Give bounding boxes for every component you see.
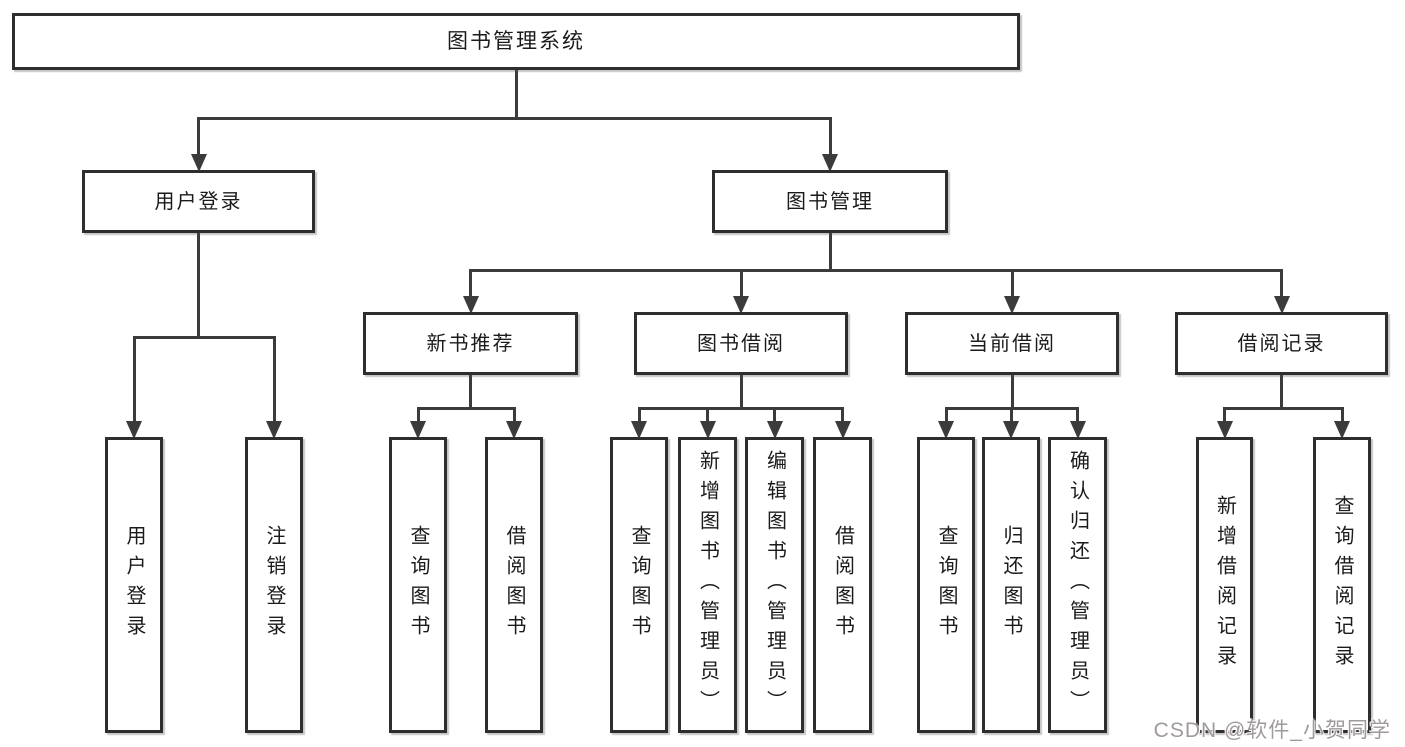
node-leaf-borrow-book-1: 借阅图书 [485, 437, 543, 733]
arrow-down-icon [1003, 421, 1019, 439]
arrow-down-icon [410, 421, 426, 439]
connector-line-v [272, 337, 276, 421]
csdn-watermark: CSDN @软件_小贺同学 [1153, 719, 1391, 742]
arrow-down-icon [1334, 421, 1350, 439]
connector-line-v [739, 375, 743, 408]
connector-line-v [132, 337, 136, 421]
node-leaf-confirm-return: 确认归还（管理员） [1048, 437, 1107, 733]
node-label-book-borrow: 图书借阅 [697, 332, 785, 355]
node-label-leaf-query-book-2: 查询图书 [628, 525, 650, 645]
node-book-borrow: 图书借阅 [634, 312, 848, 375]
connector-line-v [1280, 375, 1283, 408]
connector-line-v [1009, 408, 1013, 421]
connector-line-v [773, 408, 776, 421]
connector-line-v [1340, 408, 1344, 421]
connector-line-v [739, 270, 743, 296]
node-label-leaf-add-book: 新增图书（管理员） [696, 450, 719, 720]
arrow-down-icon [506, 421, 522, 439]
connector-line-v [828, 233, 832, 270]
arrow-down-icon [1004, 296, 1020, 314]
node-label-leaf-user-login: 用户登录 [123, 525, 145, 645]
node-borrow-records: 借阅记录 [1175, 312, 1388, 375]
arrow-down-icon [266, 421, 282, 439]
node-label-leaf-query-book-1: 查询图书 [407, 525, 429, 645]
node-new-book-rec: 新书推荐 [363, 312, 578, 375]
node-label-new-book-rec: 新书推荐 [426, 332, 515, 355]
node-leaf-query-book-3: 查询图书 [917, 437, 975, 733]
arrow-down-icon [1069, 421, 1086, 439]
node-leaf-edit-book: 编辑图书（管理员） [745, 437, 804, 733]
node-label-leaf-edit-book: 编辑图书（管理员） [763, 450, 786, 720]
node-root: 图书管理系统 [12, 13, 1020, 70]
arrow-down-icon [699, 421, 716, 439]
node-label-leaf-logout-login: 注销登录 [263, 525, 285, 645]
connector-line-v [1010, 375, 1014, 408]
node-leaf-query-book-2: 查询图书 [610, 437, 668, 733]
connector-line-h [132, 335, 276, 339]
node-leaf-query-borrow-record: 查询借阅记录 [1313, 437, 1371, 733]
arrow-down-icon [190, 154, 207, 172]
arrow-down-icon [631, 421, 647, 439]
node-leaf-add-book: 新增图书（管理员） [678, 437, 737, 733]
node-label-leaf-add-borrow-record: 新增借阅记录 [1213, 495, 1236, 675]
connector-line-v [1280, 270, 1283, 296]
connector-line-v [637, 408, 641, 421]
node-label-leaf-query-book-3: 查询图书 [935, 525, 957, 645]
connector-line-v [197, 233, 200, 337]
node-book-mgmt: 图书管理 [712, 170, 948, 233]
node-leaf-query-book-1: 查询图书 [389, 437, 447, 733]
node-leaf-logout-login: 注销登录 [245, 437, 303, 733]
connector-line-h [1223, 406, 1344, 410]
connector-line-v [944, 408, 948, 421]
node-label-borrow-records: 借阅记录 [1237, 332, 1326, 355]
arrow-down-icon [766, 421, 783, 439]
node-label-leaf-borrow-book-1: 借阅图书 [503, 525, 525, 645]
node-label-leaf-confirm-return: 确认归还（管理员） [1066, 450, 1089, 720]
connector-line-v [1076, 408, 1079, 421]
node-current-borrow: 当前借阅 [905, 312, 1119, 375]
arrow-down-icon [462, 296, 479, 314]
arrow-down-icon [822, 154, 838, 172]
node-label-current-borrow: 当前借阅 [968, 332, 1056, 355]
arrow-down-icon [1216, 421, 1233, 439]
node-label-user-login: 用户登录 [154, 190, 243, 213]
node-user-login: 用户登录 [82, 170, 315, 233]
connector-line-v [514, 70, 518, 118]
node-leaf-borrow-book-2: 借阅图书 [813, 437, 872, 733]
connector-line-v [512, 408, 516, 421]
connector-line-v [828, 118, 832, 154]
connector-line-v [469, 375, 472, 408]
connector-line-v [841, 408, 844, 421]
node-label-root: 图书管理系统 [447, 29, 585, 53]
connector-line-v [469, 270, 472, 296]
node-label-leaf-query-borrow-record: 查询借阅记录 [1331, 495, 1353, 675]
connector-line-h [197, 116, 832, 120]
arrow-down-icon [733, 296, 749, 314]
node-label-book-mgmt: 图书管理 [786, 190, 874, 213]
node-leaf-user-login: 用户登录 [105, 437, 163, 733]
connector-line-h [416, 406, 516, 410]
node-leaf-return-book: 归还图书 [982, 437, 1040, 733]
arrow-down-icon [1273, 296, 1290, 314]
connector-line-v [197, 118, 200, 154]
connector-line-v [706, 408, 709, 421]
connector-line-h [637, 406, 844, 410]
connector-line-v [416, 408, 420, 421]
arrow-down-icon [834, 421, 851, 439]
connector-line-h [469, 268, 1283, 272]
node-label-leaf-borrow-book-2: 借阅图书 [831, 525, 854, 645]
connector-line-v [1223, 408, 1226, 421]
node-leaf-add-borrow-record: 新增借阅记录 [1196, 437, 1253, 733]
connector-line-v [1010, 270, 1014, 296]
arrow-down-icon [126, 421, 142, 439]
arrow-down-icon [938, 421, 954, 439]
node-label-leaf-return-book: 归还图书 [1000, 525, 1022, 645]
